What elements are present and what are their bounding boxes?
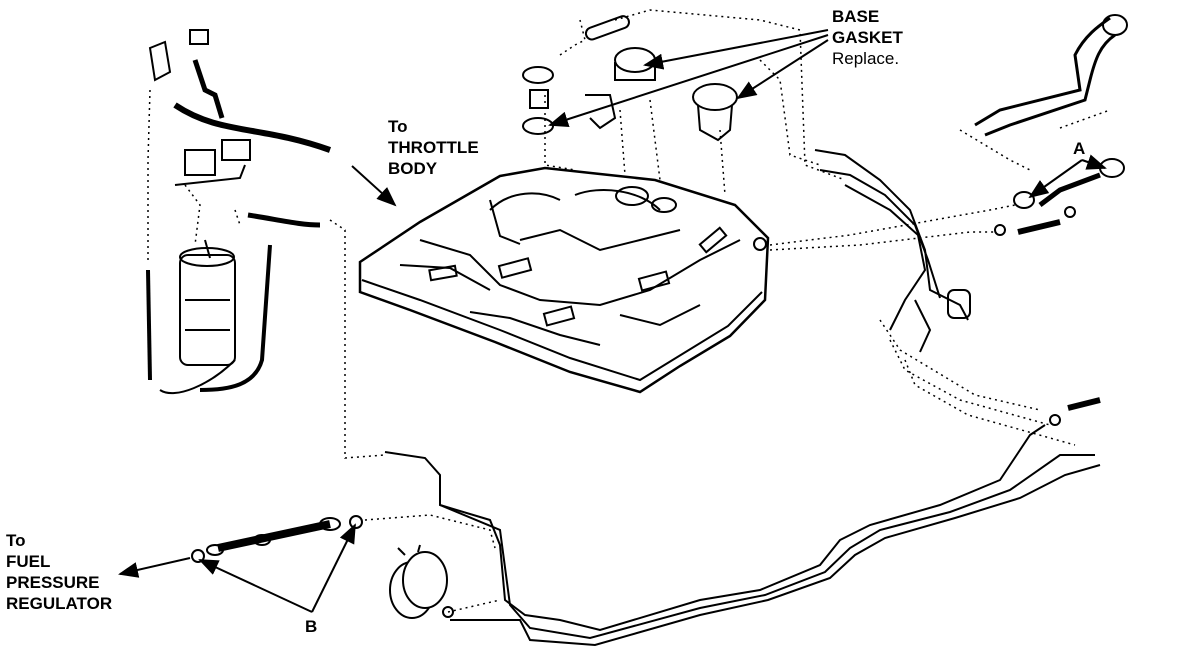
base-gasket-line3: Replace. — [832, 49, 900, 68]
fuel-reg-line1: To — [6, 531, 26, 550]
fuel-pump-assembly — [522, 15, 738, 142]
base-gasket-line1: BASE — [832, 7, 880, 26]
fuel-filter — [389, 544, 454, 619]
fuel-tank — [358, 166, 770, 394]
fuel-reg-line2: FUEL — [6, 552, 51, 571]
fuel-lines-upper — [814, 149, 971, 353]
evap-canister — [146, 29, 332, 395]
fuel-reg-line3: PRESSURE — [6, 573, 100, 592]
base-gasket-label: BASE GASKET Replace. — [832, 6, 903, 69]
fuel-pressure-regulator-label: To FUEL PRESSURE REGULATOR — [6, 530, 112, 614]
throttle-body-label: To THROTTLE BODY — [388, 116, 479, 179]
callout-a: A — [1073, 139, 1086, 158]
base-gasket-line2: GASKET — [832, 28, 903, 47]
leader-arrows — [118, 29, 1107, 613]
callout-b: B — [305, 617, 318, 636]
throttle-line2: THROTTLE — [388, 138, 479, 157]
fuel-reg-line4: REGULATOR — [6, 594, 113, 613]
filler-neck — [974, 14, 1128, 236]
fuel-lines-lower — [384, 397, 1101, 647]
throttle-line1: To — [388, 117, 408, 136]
throttle-line3: BODY — [388, 159, 438, 178]
return-hose — [191, 515, 363, 563]
alignment-lines — [147, 9, 1111, 613]
